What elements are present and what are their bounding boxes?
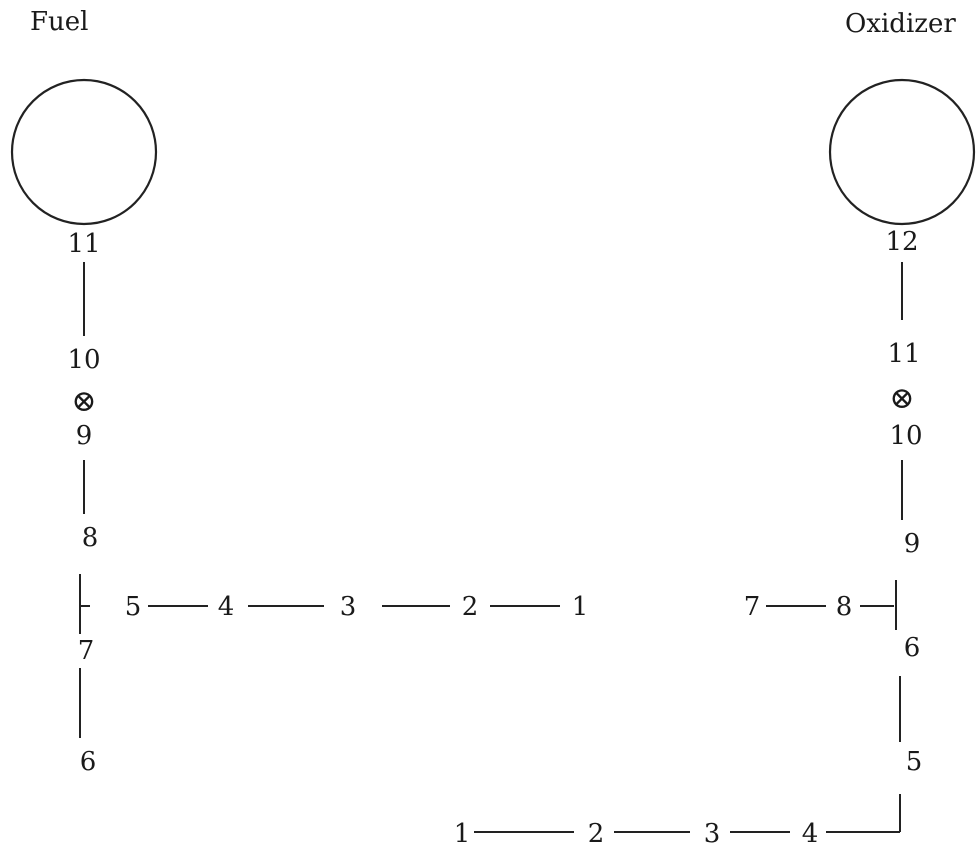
fuel-title: Fuel xyxy=(30,7,89,37)
oxidizer-tank-icon xyxy=(828,78,976,226)
fuel-node-10: 10 xyxy=(67,345,100,375)
fuel-node-3: 3 xyxy=(340,592,357,622)
oxidizer-node-2: 2 xyxy=(588,819,605,846)
fuel-node-9: 9 xyxy=(76,421,93,451)
oxidizer-node-4: 4 xyxy=(802,819,819,846)
fuel-node-1: 1 xyxy=(572,592,589,622)
oxidizer-node-9: 9 xyxy=(904,529,921,559)
fuel-tank-icon xyxy=(10,78,158,226)
fuel-node-5: 5 xyxy=(125,592,142,622)
oxidizer-node-6: 6 xyxy=(904,633,921,663)
oxidizer-node-10: 10 xyxy=(889,421,922,451)
fuel-node-8: 8 xyxy=(82,523,99,553)
oxidizer-title: Oxidizer xyxy=(845,9,956,39)
fuel-node-7: 7 xyxy=(78,636,95,666)
oxidizer-valve-icon: ⊗ xyxy=(889,381,914,416)
oxidizer-node-1: 1 xyxy=(454,819,471,846)
oxidizer-node-7: 7 xyxy=(744,592,761,622)
fuel-node-4: 4 xyxy=(218,592,235,622)
oxidizer-node-12: 12 xyxy=(885,227,918,257)
fuel-node-11: 11 xyxy=(67,229,100,259)
oxidizer-node-8: 8 xyxy=(836,592,853,622)
oxidizer-node-11: 11 xyxy=(887,339,920,369)
fuel-node-2: 2 xyxy=(462,592,479,622)
fuel-node-6: 6 xyxy=(80,747,97,777)
oxidizer-node-5: 5 xyxy=(906,747,923,777)
fuel-valve-icon: ⊗ xyxy=(71,384,96,419)
oxidizer-node-3: 3 xyxy=(704,819,721,846)
